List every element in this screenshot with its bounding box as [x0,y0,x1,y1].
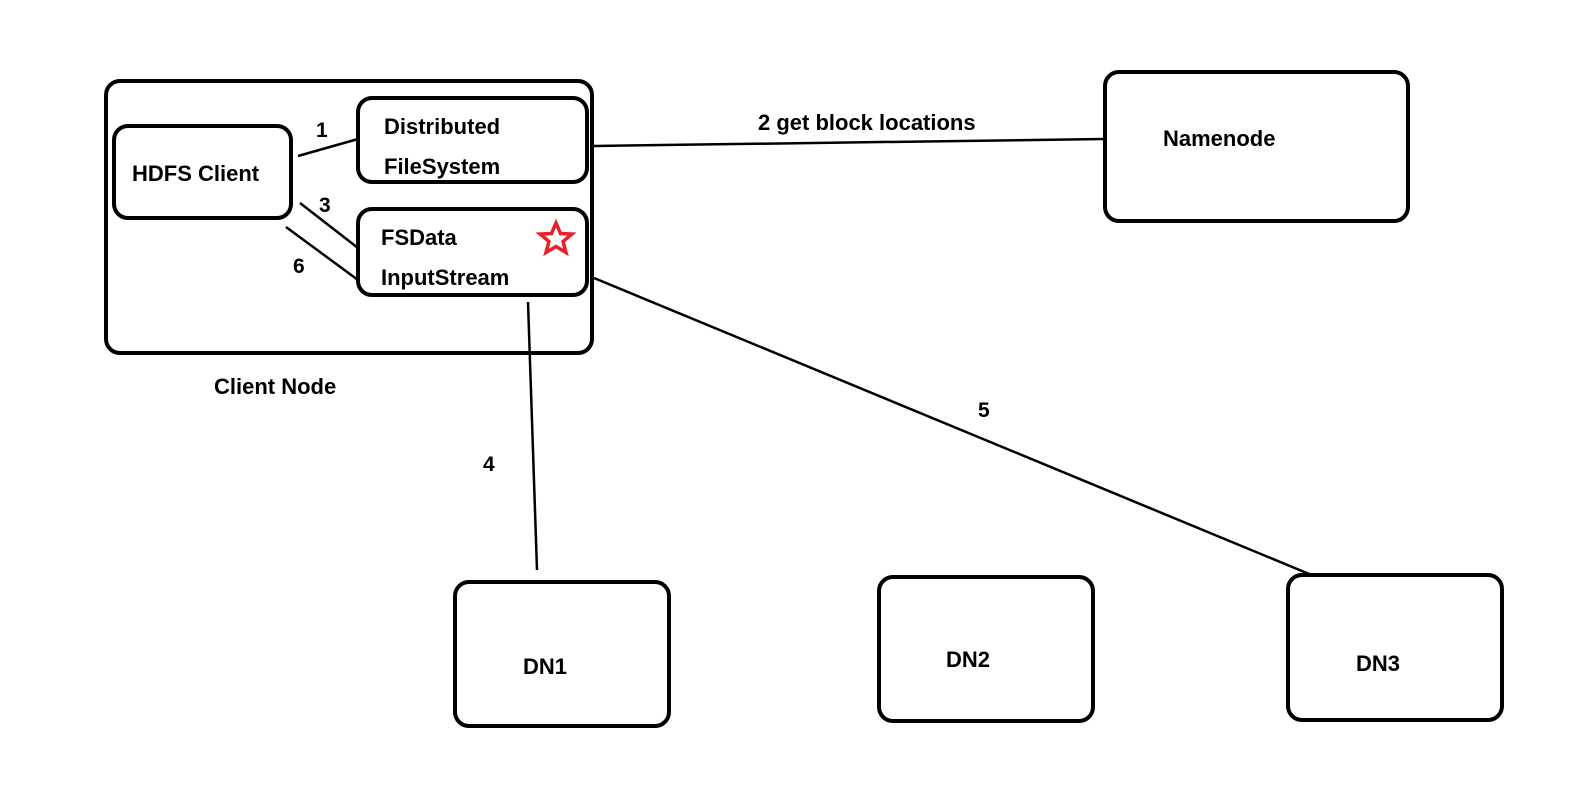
fsdata-inputstream-line2: InputStream [381,265,510,290]
namenode-box [1103,70,1410,223]
edge-fsdata-to-dn3 [593,276,1315,578]
edge-fsdata-to-dn1 [526,301,539,571]
step-1-label: 1 [316,119,328,142]
step-3-label: 3 [319,194,331,217]
fsdata-inputstream-line1: FSData [381,225,457,250]
edge-dfs-to-namenode [593,137,1105,148]
distributed-filesystem-line2: FileSystem [384,154,501,179]
datanode-label-dn1: DN1 [523,654,568,679]
fsdata-inputstream-box [356,207,589,297]
distributed-filesystem-box [356,96,589,184]
namenode-label: Namenode [1163,126,1276,151]
datanode-box-dn3 [1286,573,1504,722]
step-4-label: 4 [483,453,495,476]
edge-client-to-dfs [297,137,359,158]
step-6-label: 6 [293,255,305,278]
client-node-box [104,79,594,355]
edge-client-to-fsdata-3 [299,202,359,249]
client-node-label: Client Node [214,374,337,399]
datanode-box-dn2 [877,575,1095,723]
step-2-label: 2 get block locations [758,110,976,135]
step-5-label: 5 [978,399,990,422]
hdfs-client-box [112,124,293,220]
datanode-label-dn3: DN3 [1356,651,1401,676]
star-icon [535,218,577,257]
distributed-filesystem-line1: Distributed [384,114,501,139]
datanode-label-dn2: DN2 [946,647,991,672]
hdfs-client-label: HDFS Client [132,161,260,186]
edge-client-to-fsdata-6 [285,225,359,282]
datanode-box-dn1 [453,580,671,728]
